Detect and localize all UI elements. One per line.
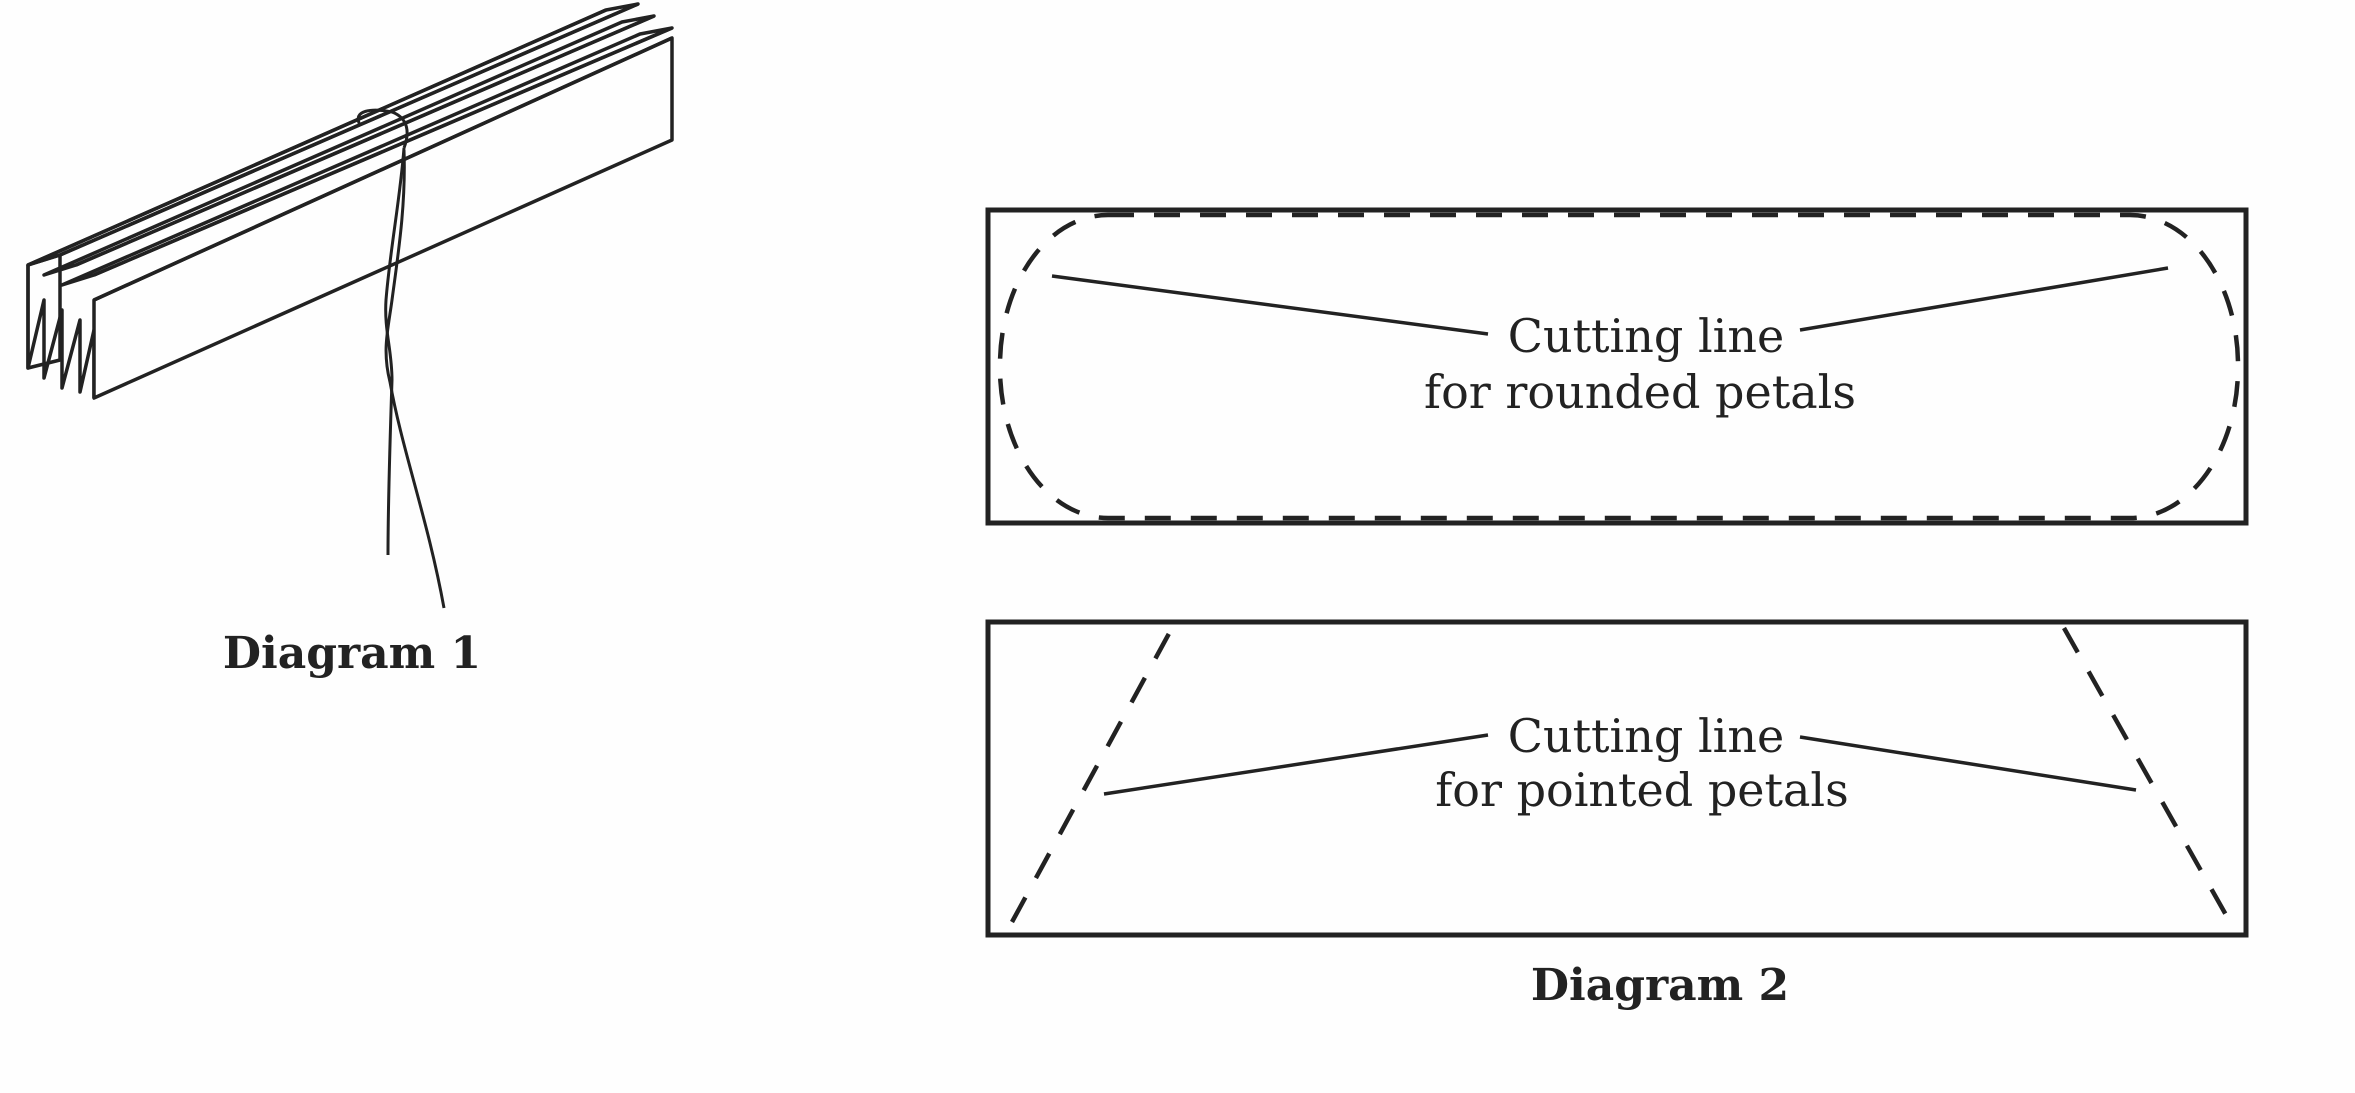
rounded-leader-right bbox=[1799, 266, 2169, 332]
tying-string bbox=[356, 108, 446, 609]
top-edge-4 bbox=[93, 26, 673, 277]
pointed-label-line1: Cutting line bbox=[1508, 709, 1784, 763]
top-edge-5 bbox=[93, 36, 673, 302]
string-strand-left bbox=[384, 147, 406, 556]
rounded-leader-left bbox=[1051, 274, 1489, 336]
pointed-leader-left bbox=[1103, 733, 1489, 796]
diagram-2-caption: Diagram 2 bbox=[1531, 960, 1789, 1011]
top-edge-2 bbox=[59, 2, 639, 257]
folded-paper-stack bbox=[26, 2, 674, 400]
rounded-petal-strip: Cutting line for rounded petals bbox=[985, 207, 2249, 526]
diagram-1-caption: Diagram 1 bbox=[223, 628, 481, 679]
pointed-cutting-line-left bbox=[1010, 626, 1174, 924]
pointed-cutting-line-right bbox=[2062, 626, 2232, 924]
rounded-strip-outline bbox=[985, 207, 2249, 526]
pointed-leader-right bbox=[1799, 735, 2137, 792]
zigzag-fold-end bbox=[26, 265, 96, 398]
top-edge bbox=[27, 8, 607, 267]
string-strand-right bbox=[384, 149, 446, 609]
pointed-petal-strip: Cutting line for pointed petals bbox=[985, 619, 2249, 938]
pointed-label-line2: for pointed petals bbox=[1435, 763, 1848, 817]
string-loop bbox=[356, 108, 409, 149]
rounded-label-line2: for rounded petals bbox=[1424, 365, 1856, 419]
rounded-cutting-line bbox=[997, 212, 2241, 521]
rounded-label-line1: Cutting line bbox=[1508, 309, 1784, 363]
top-edge-3 bbox=[75, 14, 655, 267]
